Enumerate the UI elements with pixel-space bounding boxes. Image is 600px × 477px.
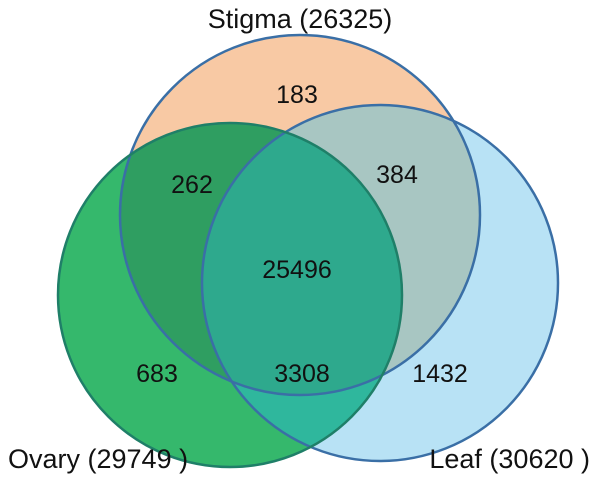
all-three-overlap [202,123,402,395]
ovary-leaf-count: 3308 [274,360,330,388]
all-three-count: 25496 [262,256,332,284]
ovary-outline [56,121,404,469]
stigma-leaf-count: 384 [376,161,418,189]
ovary-only-count: 683 [136,360,178,388]
ovary-set-label: Ovary (29749 ) [8,444,188,474]
stigma-set-label: Stigma (26325) [208,4,393,34]
stigma-ovary-count: 262 [171,171,213,199]
leaf-outline [200,103,560,463]
stigma-outline [118,33,482,397]
leaf-only-count: 1432 [412,360,468,388]
stigma-only-count: 183 [276,81,318,109]
leaf-set-label: Leaf (30620 ) [429,444,590,474]
